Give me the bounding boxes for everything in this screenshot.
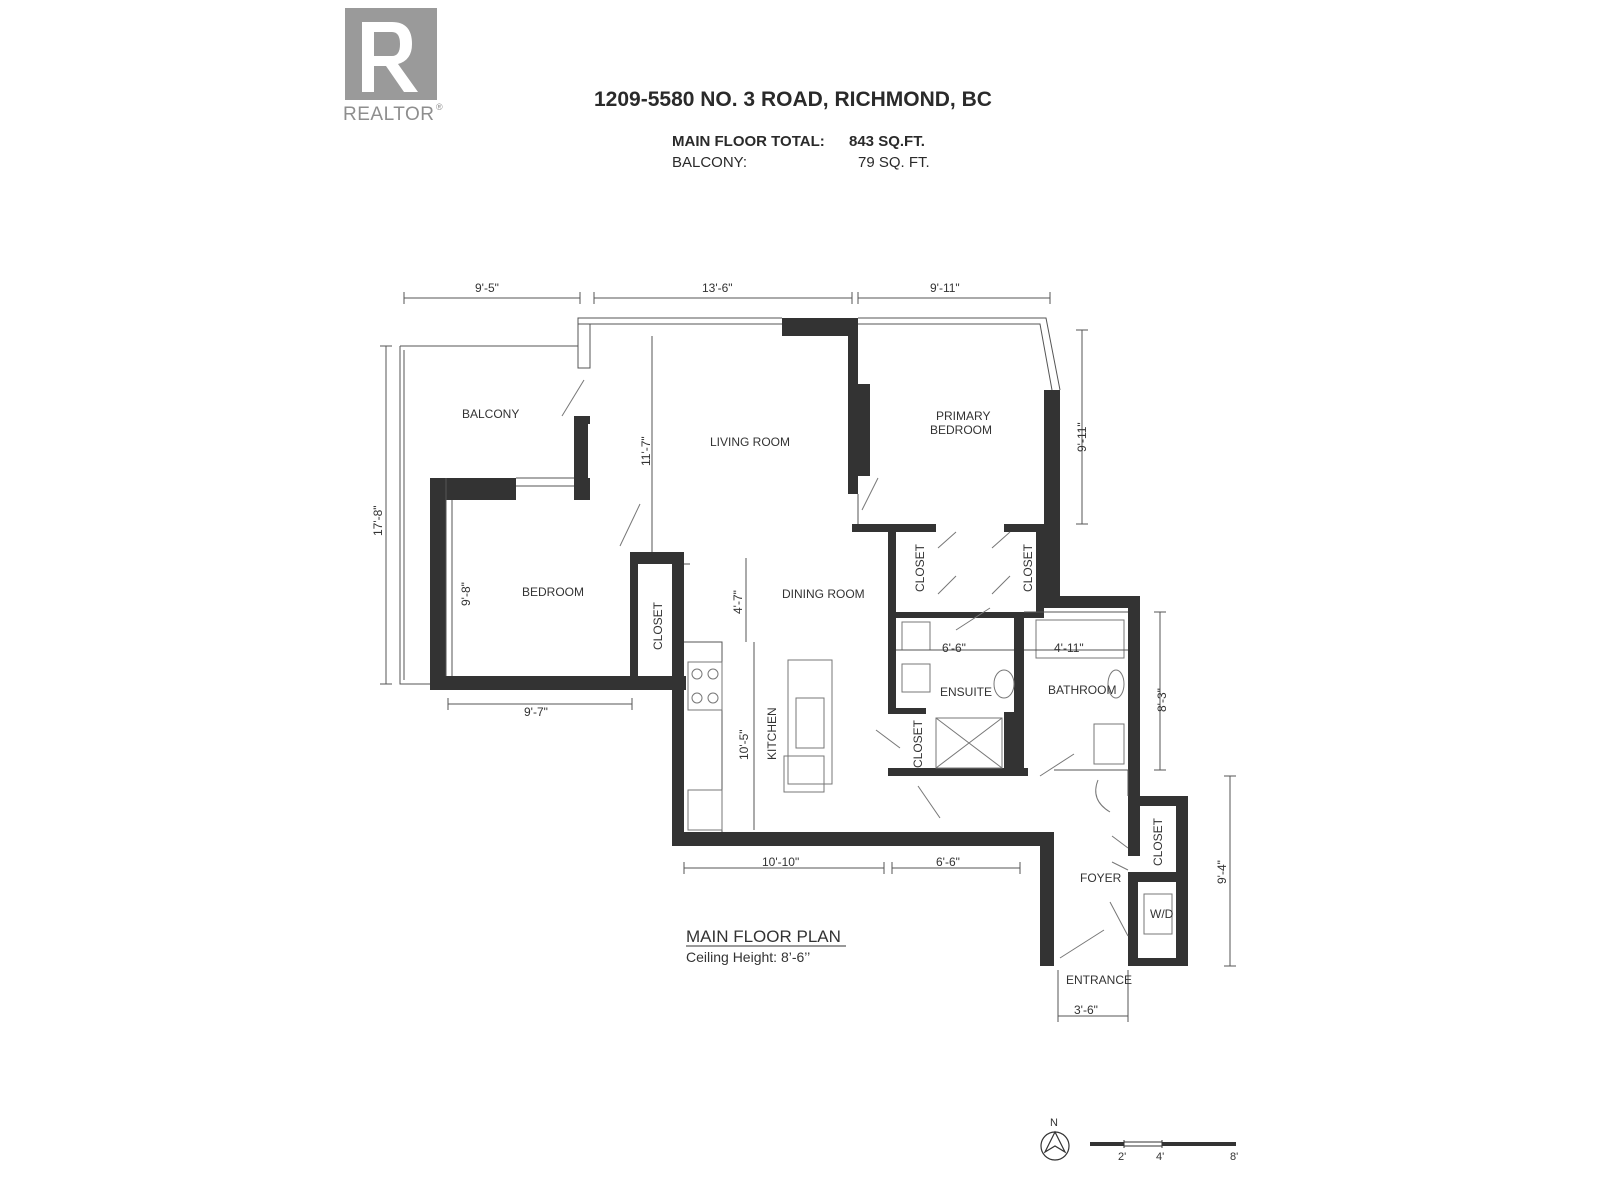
realtor-logo: REALTOR ® — [343, 8, 443, 125]
foyer-closet-doors — [1111, 835, 1129, 871]
bathtub-icon — [1035, 619, 1125, 659]
dim-bath-depth: 8'-3" — [1155, 688, 1169, 712]
room-closet-primary-left: CLOSET — [913, 543, 927, 592]
dim-ensuite-width: 6'-6" — [942, 641, 966, 655]
room-wd: W/D — [1150, 907, 1174, 921]
room-closet-bedroom: CLOSET — [651, 601, 665, 650]
bathroom-door — [1039, 753, 1075, 777]
dishwasher-icon — [783, 755, 825, 793]
scale-label-2: 2' — [1118, 1151, 1126, 1163]
realtor-logo-mark — [345, 8, 437, 100]
room-bedroom: BEDROOM — [522, 585, 584, 599]
realtor-logo-registered: ® — [436, 102, 443, 112]
dim-living-depth: 11'-7" — [639, 436, 653, 466]
washer-dryer-icon — [1143, 893, 1173, 935]
foyer-closet-door — [1095, 779, 1111, 813]
room-entrance: ENTRANCE — [1066, 973, 1132, 987]
dim-balcony-depth: 17'-8" — [371, 505, 385, 536]
room-ensuite: ENSUITE — [940, 685, 992, 699]
dim-top-balcony: 9'-5" — [475, 281, 499, 295]
dim-bedroom-width: 9'-7" — [524, 705, 548, 719]
dim-top-living: 13'-6" — [702, 281, 733, 295]
walls — [430, 318, 1188, 966]
scale-label-8: 8' — [1230, 1151, 1238, 1163]
realtor-logo-text: REALTOR — [343, 104, 435, 125]
ensuite-door — [955, 607, 991, 631]
room-balcony: BALCONY — [462, 407, 519, 421]
dim-kitchen-depth: 10'-5" — [737, 729, 751, 760]
closet-door-right — [991, 531, 1011, 595]
stove-icon — [687, 661, 723, 711]
scale-label-4: 4' — [1156, 1151, 1164, 1163]
ensuite-closet-door-2 — [917, 785, 941, 819]
dim-foyer-depth: 9'-4" — [1215, 860, 1229, 884]
balcony-area-value: 79 SQ. FT. — [858, 154, 930, 171]
room-closet-primary-right: CLOSET — [1021, 543, 1035, 592]
wd-door — [1109, 901, 1129, 937]
bath-toilet-icon — [1107, 669, 1125, 699]
dim-entrance-width: 3'-6" — [1074, 1003, 1098, 1017]
main-floor-total-label: MAIN FLOOR TOTAL: — [672, 133, 825, 150]
dim-primary-depth: 9'-11" — [1075, 422, 1089, 452]
room-primary-1: PRIMARY — [936, 409, 990, 423]
scale-bar: 2' 4' 8' — [1090, 1140, 1238, 1163]
room-living: LIVING ROOM — [710, 435, 790, 449]
room-closet-foyer: CLOSET — [1151, 817, 1165, 866]
bath-sink-icon — [1093, 723, 1125, 765]
dim-bedroom-depth: 9'-8" — [459, 582, 473, 606]
closet-door-left — [937, 531, 957, 595]
dim-bath-width: 4'-11" — [1054, 641, 1084, 655]
north-arrow-icon: N — [1040, 1117, 1070, 1161]
fixtures — [687, 619, 1173, 935]
ensuite-closet-door — [875, 729, 901, 749]
doors — [561, 379, 1129, 959]
balcony-door — [561, 379, 585, 417]
dim-bottom-ensuite: 6'-6" — [936, 855, 960, 869]
north-label: N — [1050, 1117, 1058, 1129]
ensuite-toilet-icon — [993, 669, 1015, 699]
entrance-door — [1059, 929, 1105, 959]
primary-bedroom-door — [861, 477, 879, 511]
address-title: 1209-5580 NO. 3 ROAD, RICHMOND, BC — [594, 88, 992, 111]
sink-icon — [795, 697, 825, 749]
balcony-area-label: BALCONY: — [672, 154, 747, 171]
bedroom-door — [619, 503, 641, 547]
dimension-lines — [380, 292, 1236, 1022]
dim-top-primary: 9'-11" — [930, 281, 960, 295]
room-primary-2: BEDROOM — [930, 423, 992, 437]
plan-title: MAIN FLOOR PLAN — [686, 927, 841, 946]
dim-dining-depth: 4'-7" — [731, 590, 745, 614]
room-foyer: FOYER — [1080, 871, 1122, 885]
ensuite-sink-icon — [901, 621, 931, 651]
ensuite-sink-icon-2 — [901, 663, 931, 693]
shower-icon — [935, 717, 1003, 769]
main-floor-total-value: 843 SQ.FT. — [849, 133, 925, 150]
room-dining: DINING ROOM — [782, 587, 865, 601]
kitchen-island — [787, 659, 833, 785]
room-kitchen: KITCHEN — [765, 707, 779, 760]
dim-bottom-kitchen: 10'-10" — [762, 855, 799, 869]
room-closet-ensuite: CLOSET — [911, 719, 925, 768]
room-bathroom: BATHROOM — [1048, 683, 1116, 697]
fridge-icon — [687, 789, 723, 831]
ceiling-height: Ceiling Height: 8’-6’’ — [686, 949, 810, 965]
